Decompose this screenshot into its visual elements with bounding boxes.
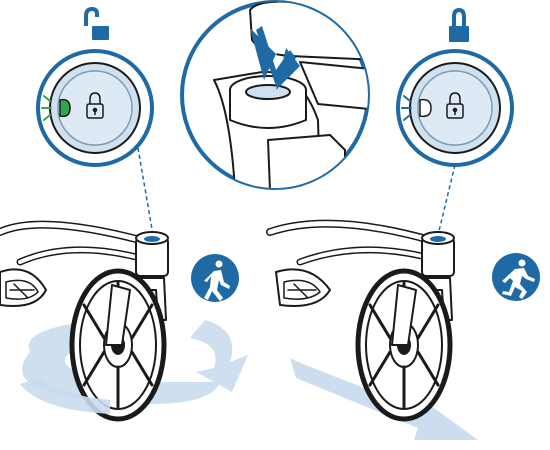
detail-press-circle [180,0,370,190]
release-button-white [419,98,432,118]
stroller-right [266,219,455,422]
running-person-icon [492,253,540,301]
rotation-arrow-front [20,378,110,414]
lock-symbol [446,92,464,119]
press-down-arrow-icon [250,22,300,90]
locked-padlock-icon [449,8,469,42]
leader-line-right [437,164,456,236]
right-magnifier-circle [396,49,514,167]
left-magnifier-circle [36,49,154,167]
stroller-left [0,220,169,422]
walking-person-icon [191,254,239,302]
unlocked-padlock-icon [84,7,109,40]
green-indicator-rays [41,95,52,121]
indicator-rays [401,95,412,121]
release-button-green [59,98,71,118]
lock-symbol [86,92,104,119]
leader-line-left [137,147,154,236]
